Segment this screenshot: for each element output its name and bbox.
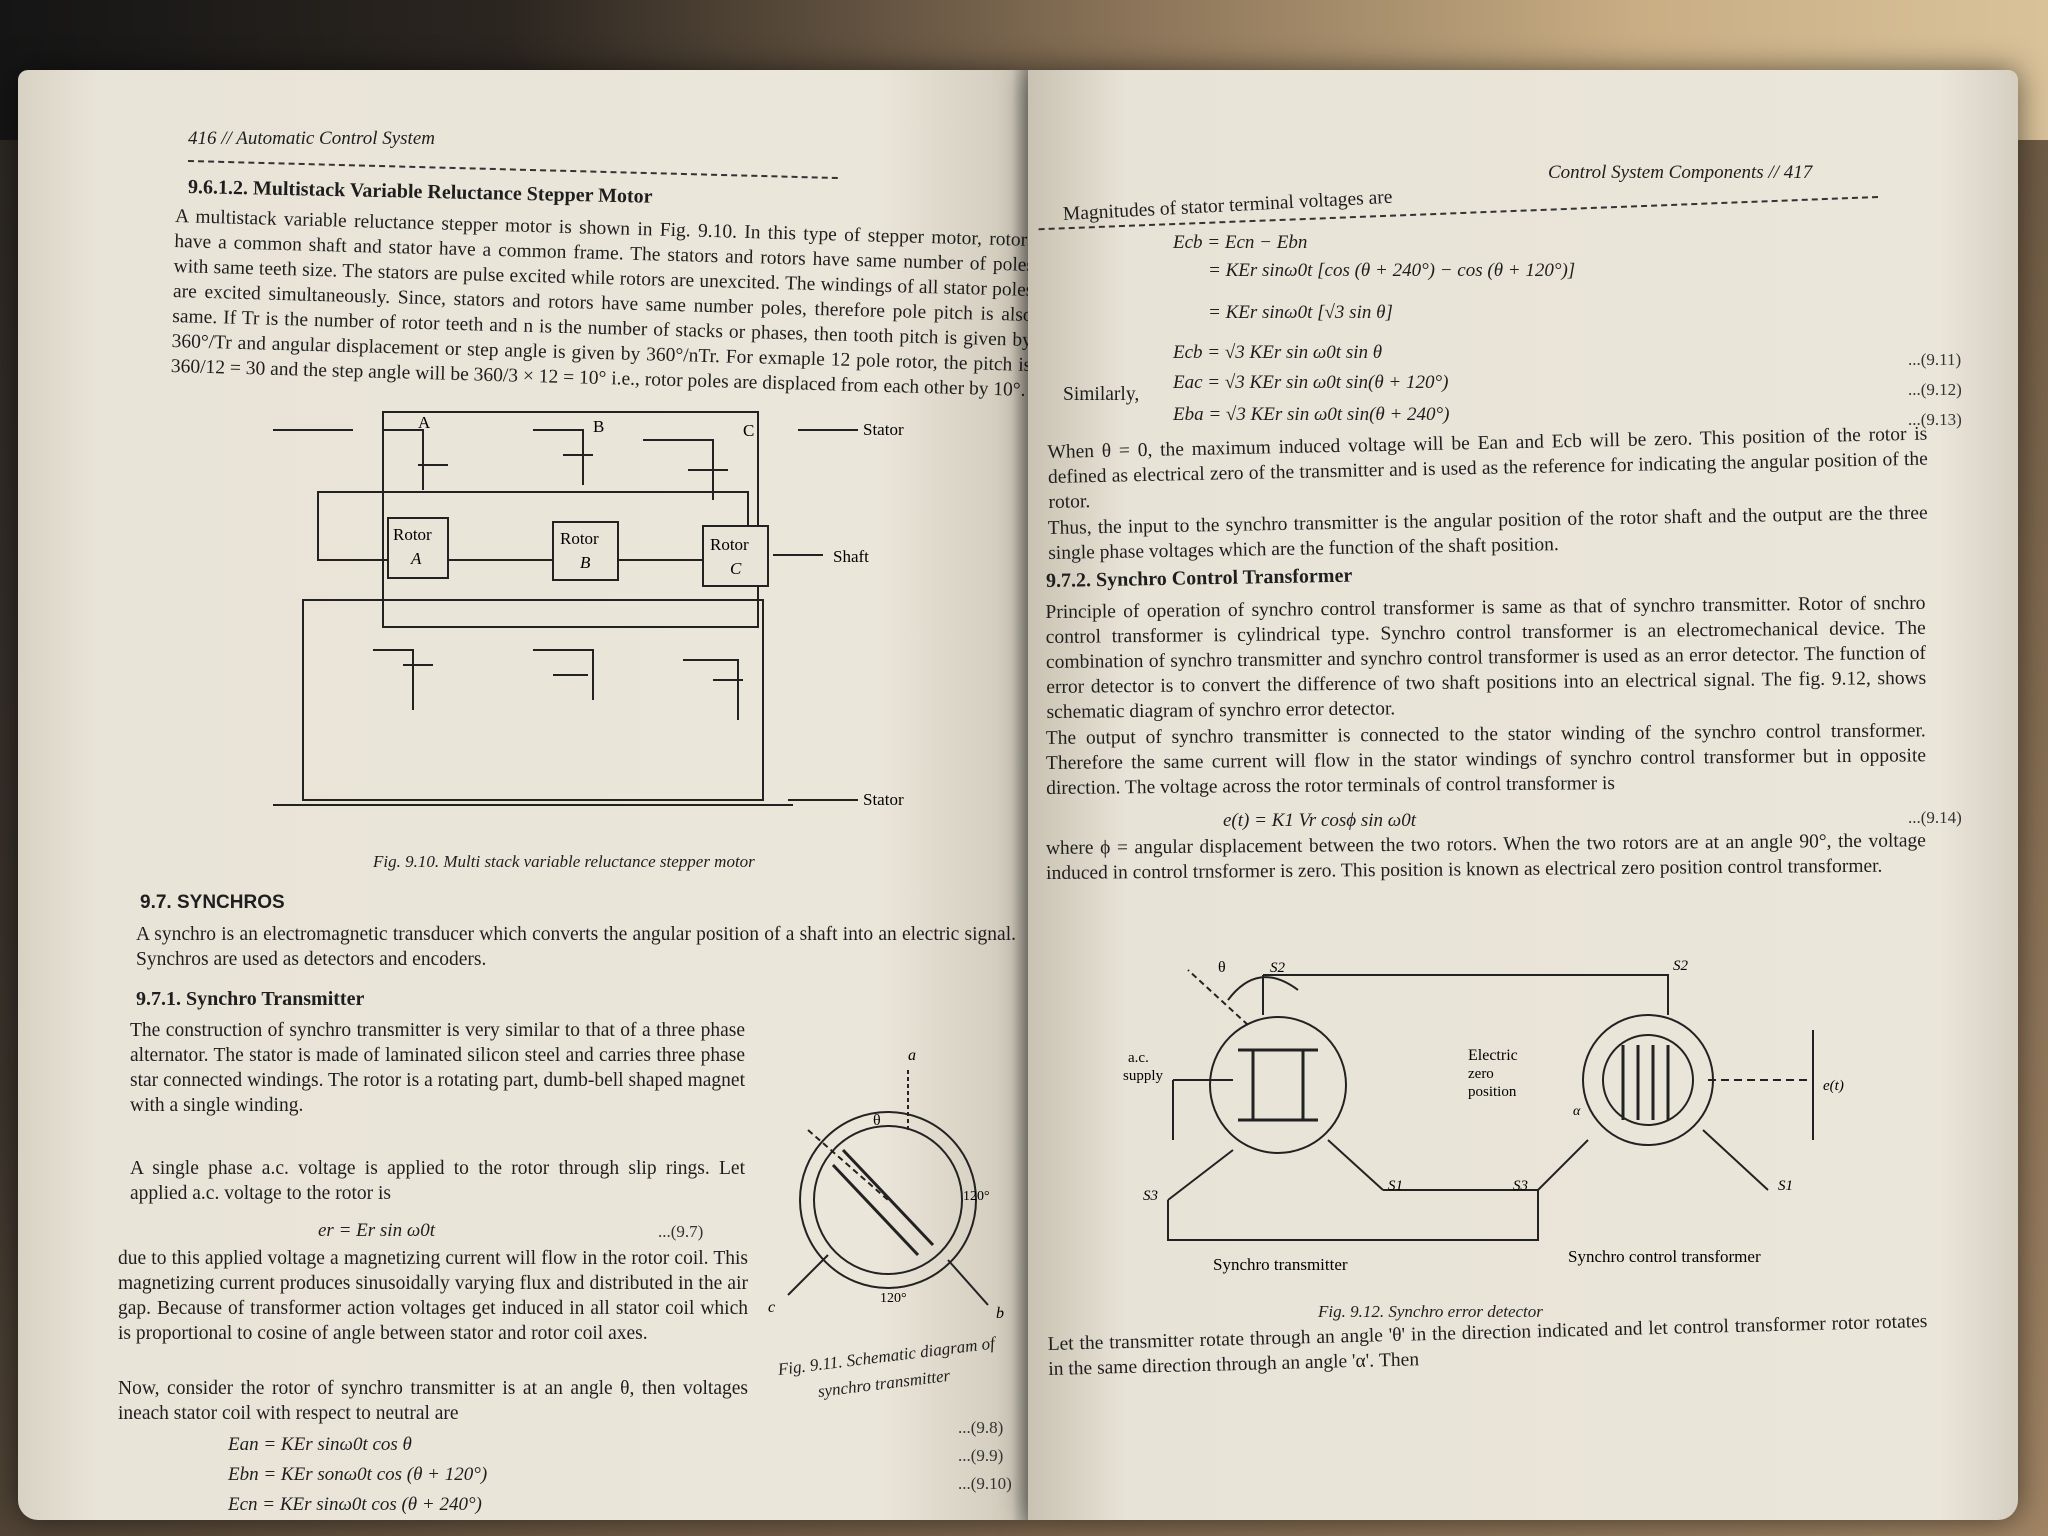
rotor-a-box xyxy=(387,517,449,579)
equation-9-8-number: ...(9.8) xyxy=(958,1418,1004,1437)
fig912-label-supply: supply xyxy=(1123,1068,1164,1084)
similarly-label: Similarly, xyxy=(1063,384,1140,405)
fig910-rotor-b: Rotor xyxy=(560,529,599,548)
fig910-rotor-a-id: A xyxy=(410,549,422,568)
fig912-label-s1-transmitter: S1 xyxy=(1388,1178,1403,1194)
fig912-label-theta: θ xyxy=(1218,959,1226,976)
paragraph-control-transformer-2: The output of synchro transmitter is con… xyxy=(1045,720,1927,799)
equation-9-10: Ecn = KEr sinω0t cos (θ + 240°) xyxy=(228,1494,482,1515)
right-page: Control System Components // 417 Magnitu… xyxy=(1028,70,2018,1520)
transmitter-paragraph-2: A single phase a.c. voltage is applied t… xyxy=(130,1158,745,1204)
section-title-control-transformer: 9.7.2. Synchro Control Transformer xyxy=(1045,564,1353,592)
figure-9-11: a b c θ 120° 120° xyxy=(768,1047,1004,1322)
fig910-rotor-c-id: C xyxy=(730,559,742,578)
equation-9-11: Ecb = √3 KEr sin ω0t sin θ xyxy=(1173,342,1383,363)
fig912-label-et: e(t) xyxy=(1823,1078,1844,1094)
fig910-rotor-a: Rotor xyxy=(393,525,432,544)
stepper-paragraph: A multistack variable reluctance stepper… xyxy=(170,206,1028,401)
fig910-label-c: C xyxy=(743,421,754,440)
fig911-label-b: b xyxy=(996,1305,1004,1322)
transmitter-paragraph-3: due to this applied voltage a magnetizin… xyxy=(118,1248,748,1344)
fig910-rotor-b-id: B xyxy=(580,553,591,572)
fig910-label-b: B xyxy=(593,417,604,436)
equation-9-14-number: ...(9.14) xyxy=(1908,808,1962,827)
header-rule xyxy=(187,160,838,180)
fig912-label-zero: zero xyxy=(1468,1066,1494,1082)
fig911-label-120-right: 120° xyxy=(963,1189,990,1204)
stator-frame-bottom xyxy=(302,599,764,801)
fig911-label-120-bottom: 120° xyxy=(880,1291,907,1306)
equation-9-7-number: ...(9.7) xyxy=(658,1222,704,1241)
equation-9-12: Eac = √3 KEr sin ω0t sin(θ + 120°) xyxy=(1173,372,1449,393)
fig912-label-ac: a.c. xyxy=(1128,1050,1149,1066)
fig910-label-stator-top: Stator xyxy=(863,420,904,439)
section-title-transmitter: 9.7.1. Synchro Transmitter xyxy=(136,988,365,1010)
left-page: 416 // Automatic Control System 9.6.1.2.… xyxy=(18,70,1028,1520)
fig912-label-alpha: α xyxy=(1573,1104,1581,1119)
fig912-label-s2-transmitter: S2 xyxy=(1270,960,1286,976)
fig911-label-a: a xyxy=(908,1047,916,1064)
equation-9-9-number: ...(9.9) xyxy=(958,1446,1004,1465)
figure-9-10: A B C Stator Shaft Stator Rotor A Rotor … xyxy=(273,411,904,809)
equation-9-10-number: ...(9.10) xyxy=(958,1474,1012,1493)
fig912-caption: Fig. 9.12. Synchro error detector xyxy=(1318,1302,1543,1321)
fig910-label-shaft: Shaft xyxy=(833,547,869,566)
paragraph-angular-displacement: where ϕ = angular displacement between t… xyxy=(1045,830,1926,884)
paragraph-let-transmitter-rotate: Let the transmitter rotate through an an… xyxy=(1047,1310,1928,1380)
equation-9-9: Ebn = KEr sonω0t cos (θ + 120°) xyxy=(228,1464,488,1485)
equation-9-11-number: ...(9.11) xyxy=(1908,350,1962,369)
transmitter-paragraph-4: Now, consider the rotor of synchro trans… xyxy=(118,1378,748,1424)
synchros-paragraph: A synchro is an electromagnetic transduc… xyxy=(136,924,1016,970)
section-title-synchros: 9.7. SYNCHROS xyxy=(140,892,285,913)
fig910-label-stator-bottom: Stator xyxy=(863,790,904,809)
figure-9-12: θ S2 S2 S1 S1 S3 S3 a.c. supply Electric… xyxy=(1123,958,1844,1274)
equation-9-13: Eba = √3 KEr sin ω0t sin(θ + 240°) xyxy=(1173,404,1450,425)
fig912-label-s3-control: S3 xyxy=(1513,1178,1528,1194)
fig910-label-a: A xyxy=(418,413,431,432)
magnitudes-intro: Magnitudes of stator terminal voltages a… xyxy=(1062,186,1393,225)
fig912-label-synchro-transmitter: Synchro transmitter xyxy=(1213,1255,1348,1274)
left-page-header: 416 // Automatic Control System xyxy=(188,128,435,149)
equation-9-13-number: ...(9.13) xyxy=(1908,410,1962,429)
fig910-rotor-c: Rotor xyxy=(710,535,749,554)
right-page-header: Control System Components // 417 xyxy=(1548,162,1813,183)
fig911-label-c: c xyxy=(768,1299,775,1316)
equation-9-12-number: ...(9.12) xyxy=(1908,380,1962,399)
fig912-label-s3-transmitter: S3 xyxy=(1143,1188,1158,1204)
fig912-label-s1-control: S1 xyxy=(1778,1178,1793,1194)
equation-9-8: Ean = KEr sinω0t cos θ xyxy=(228,1434,412,1455)
fig912-label-s2-control: S2 xyxy=(1673,958,1689,974)
stator-frame-top xyxy=(382,411,759,628)
equation-9-14: e(t) = K1 Vr cosϕ sin ω0t xyxy=(1223,810,1416,831)
rotor-b-box xyxy=(552,521,619,581)
equation-9-7: er = Er sin ω0t xyxy=(318,1220,436,1241)
fig912-label-position: position xyxy=(1468,1084,1517,1100)
fig912-label-synchro-control-transformer: Synchro control transformer xyxy=(1568,1247,1761,1266)
paragraph-control-transformer-1: Principle of operation of synchro contro… xyxy=(1045,592,1927,723)
fig910-caption: Fig. 9.10. Multi stack variable reluctan… xyxy=(373,852,755,871)
paragraph-electrical-zero: When θ = 0, the maximum induced voltage … xyxy=(1047,423,1929,513)
transmitter-paragraph-1: The construction of synchro transmitter … xyxy=(130,1020,745,1116)
equation-ecb-expanded: = KEr sinω0t [cos (θ + 240°) − cos (θ + … xyxy=(1208,260,1576,281)
fig912-label-electric: Electric xyxy=(1468,1047,1518,1064)
fig911-label-theta: θ xyxy=(873,1112,881,1129)
equation-ecb-definition: Ecb = Ecn − Ebn xyxy=(1173,232,1308,253)
equation-ecb-simplified: = KEr sinω0t [√3 sin θ] xyxy=(1208,302,1393,323)
section-title-stepper: 9.6.1.2. Multistack Variable Reluctance … xyxy=(187,176,653,208)
rotor-c-box xyxy=(702,525,769,587)
